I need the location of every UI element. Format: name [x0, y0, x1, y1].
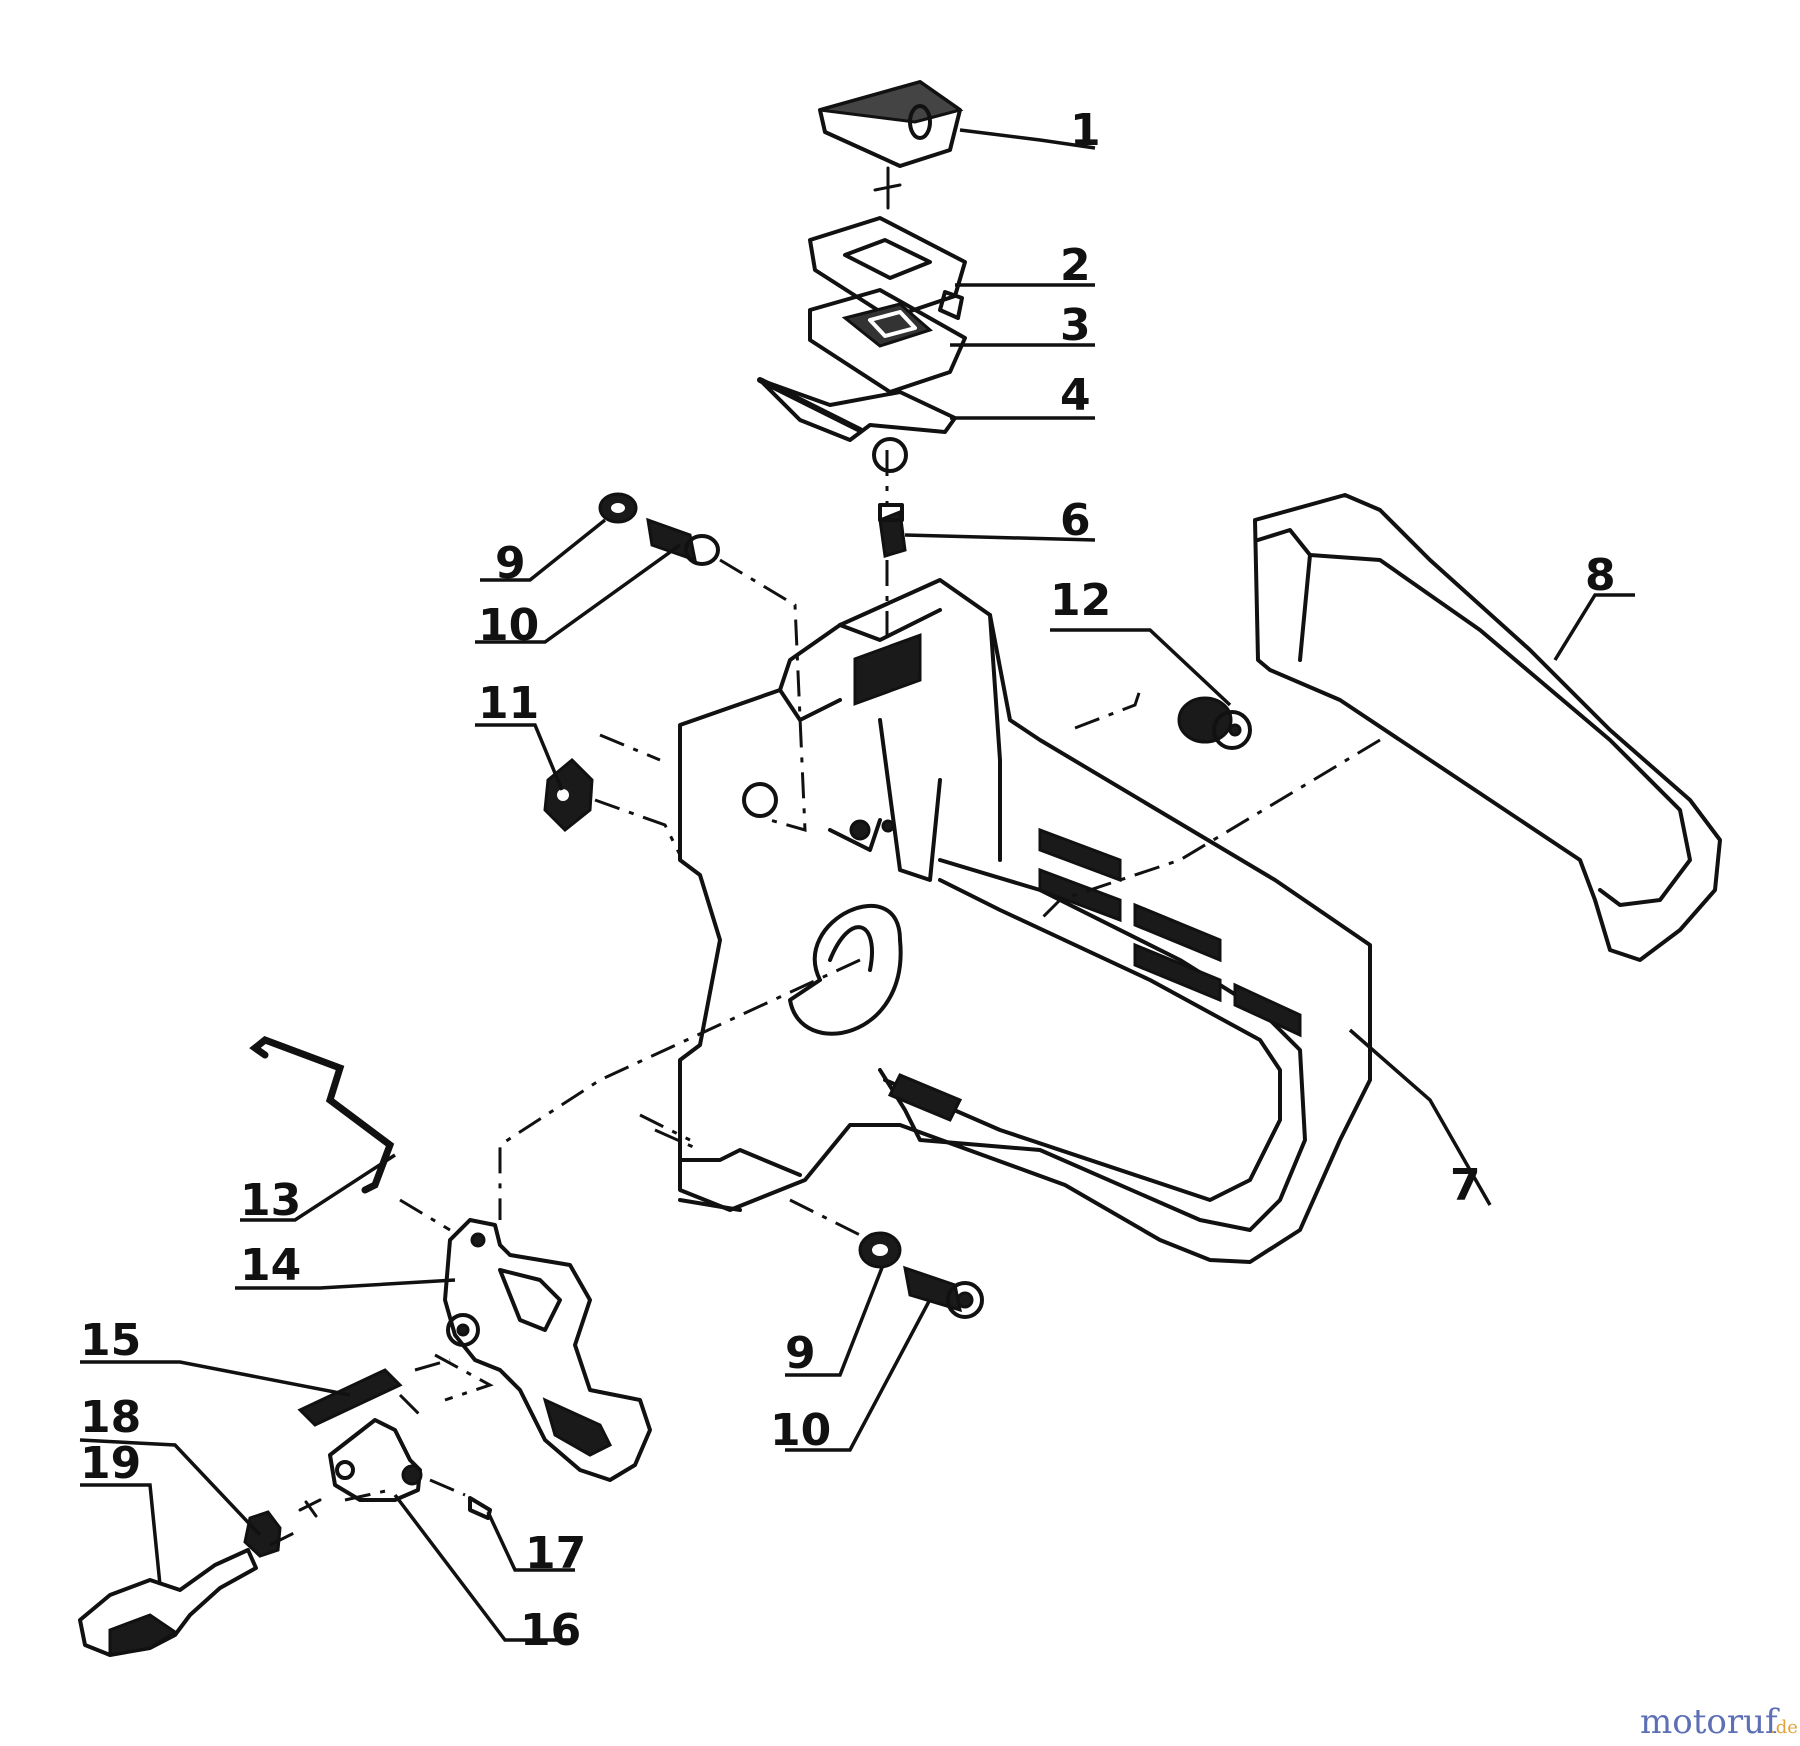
part-10-bolt-top	[646, 517, 720, 566]
part-16-block	[328, 1418, 423, 1502]
callout-9-top: 9	[495, 538, 526, 589]
callout-labels: 1 2 3 4 6 7 8 9 10 11 12 13 14 15 16 17 …	[80, 105, 1616, 1656]
callout-4: 4	[1060, 370, 1091, 421]
callout-3: 3	[1060, 300, 1091, 351]
part-9-washer-top	[598, 492, 638, 524]
part-19-throttle-lever	[78, 1548, 258, 1657]
part-18-spring	[243, 1510, 282, 1558]
callout-6: 6	[1060, 495, 1091, 546]
part-2-gasket	[808, 216, 967, 320]
watermark-suffix: .de	[1770, 1717, 1798, 1738]
part-9-washer-bottom	[858, 1231, 902, 1269]
callout-1: 1	[1070, 105, 1101, 156]
callout-10-top: 10	[478, 600, 539, 651]
part-3-plate	[808, 288, 967, 394]
callout-13: 13	[240, 1175, 301, 1226]
part-7-handle-housing	[678, 578, 1372, 1264]
watermark-logo: motoruf .de	[1640, 1702, 1798, 1742]
watermark-main: motoruf	[1640, 1702, 1780, 1742]
part-10-bolt-bottom	[903, 1265, 984, 1319]
part-13-rod	[249, 1036, 395, 1194]
part-1-cover	[818, 80, 964, 168]
part-8-grip	[1253, 493, 1722, 962]
part-6-plug	[878, 503, 907, 558]
callout-2: 2	[1060, 240, 1091, 291]
callout-11: 11	[478, 678, 539, 729]
part-12-bushing	[1177, 696, 1252, 750]
callout-14: 14	[240, 1240, 301, 1291]
callout-16: 16	[520, 1605, 581, 1656]
callout-18: 18	[80, 1392, 141, 1443]
callout-10-bottom: 10	[770, 1405, 831, 1456]
callout-12: 12	[1050, 575, 1111, 626]
callout-8: 8	[1585, 550, 1616, 601]
part-4-lever	[757, 377, 957, 473]
part-14-trigger	[443, 1218, 652, 1482]
assembly-lines	[269, 450, 1381, 1547]
callout-15: 15	[80, 1315, 141, 1366]
callout-17: 17	[525, 1528, 586, 1579]
callout-7: 7	[1450, 1160, 1481, 1211]
callout-9-bottom: 9	[785, 1328, 816, 1379]
part-15-pin	[297, 1368, 403, 1427]
part-17-small-pin	[468, 1496, 492, 1520]
leader-lines	[79, 128, 1635, 1642]
callout-19: 19	[80, 1438, 141, 1489]
